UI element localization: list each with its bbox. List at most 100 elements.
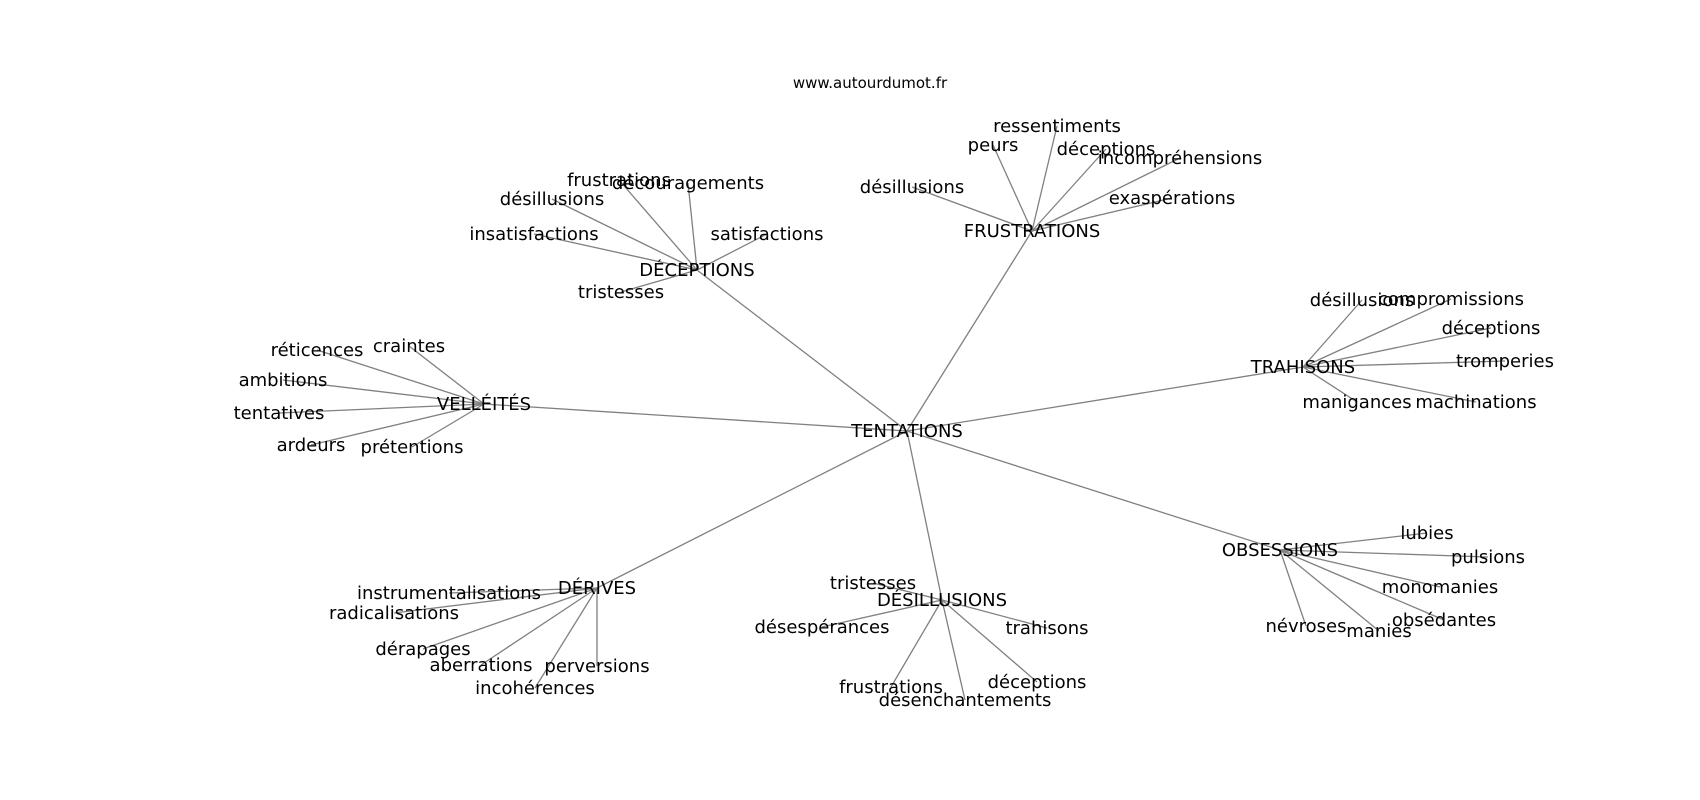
node-leaf-frustrations-0[interactable]: ressentiments [993,116,1121,137]
edge-obsessions-5 [1279,549,1380,632]
edge-obsessions-1 [1279,549,1489,558]
edge-obsessions-4 [1279,549,1307,627]
node-leaf-derives-1[interactable]: radicalisations [329,603,459,624]
edge-derives-1 [393,587,598,614]
edge-derives-2 [422,587,598,650]
edge-deceptions-2 [551,198,698,271]
edge-frustrations-5 [1031,197,1173,232]
edge-center-derives [596,430,908,589]
edge-frustrations-0 [1031,125,1058,232]
node-hub-trahisons[interactable]: TRAHISONS [1250,357,1355,378]
node-leaf-frustrations-2[interactable]: déceptions [1057,139,1156,160]
edge-derives-5 [534,587,598,689]
edge-desillusions-3 [890,599,943,688]
node-leaf-velleites-1[interactable]: craintes [373,336,445,357]
edge-derives-0 [448,587,598,594]
node-leaf-obsessions-4[interactable]: névroses [1266,616,1347,637]
node-leaf-deceptions-0[interactable]: frustrations [567,170,671,191]
edge-trahisons-2 [1302,327,1492,368]
edge-deceptions-5 [620,269,698,293]
edge-desillusions-4 [941,599,1038,683]
node-leaf-trahisons-2[interactable]: déceptions [1442,318,1541,339]
edge-velleites-5 [411,403,485,448]
node-leaf-trahisons-3[interactable]: tromperies [1456,351,1554,372]
edge-velleites-4 [310,403,485,446]
edge-derives-3 [480,587,598,666]
edge-center-obsessions [906,430,1281,551]
node-leaf-trahisons-4[interactable]: manigances [1302,392,1411,413]
node-hub-derives[interactable]: DÉRIVES [558,577,636,599]
edge-frustrations-2 [1031,148,1107,232]
edge-velleites-3 [278,403,485,414]
node-leaf-desillusions-3[interactable]: frustrations [839,677,943,698]
edge-desillusions-2 [941,599,1048,629]
edge-center-desillusions [906,430,943,601]
edge-velleites-1 [408,345,485,405]
node-leaf-frustrations-1[interactable]: peurs [968,135,1019,156]
node-hub-velleites[interactable]: VELLÉITÉS [437,393,531,415]
edge-trahisons-5 [1302,366,1477,403]
node-leaf-obsessions-0[interactable]: lubies [1400,523,1453,544]
site-url: www.autourdumot.fr [793,74,948,92]
edge-desillusions-0 [872,582,943,601]
node-leaf-obsessions-5[interactable]: manies [1346,621,1411,642]
node-leaf-deceptions-2[interactable]: désillusions [500,189,604,210]
node-leaf-velleites-2[interactable]: ambitions [239,370,328,391]
node-hub-obsessions[interactable]: OBSESSIONS [1222,540,1338,561]
graph-edges [278,125,1506,701]
edge-frustrations-4 [911,186,1033,232]
node-leaf-obsessions-3[interactable]: obsédantes [1392,610,1496,631]
node-leaf-velleites-3[interactable]: tentatives [234,403,325,424]
node-leaf-derives-0[interactable]: instrumentalisations [357,583,541,604]
node-leaf-deceptions-5[interactable]: tristesses [578,282,664,303]
graph-labels: www.autourdumot.fr TENTATIONS DÉCEPTIONS… [234,74,1554,711]
edge-desillusions-1 [821,599,943,628]
node-leaf-trahisons-1[interactable]: compromissions [1378,289,1524,310]
edge-trahisons-0 [1302,299,1363,368]
edge-trahisons-3 [1302,360,1506,368]
node-center-tentations[interactable]: TENTATIONS [850,421,963,442]
node-leaf-velleites-0[interactable]: réticences [271,340,364,361]
edge-deceptions-4 [696,233,768,271]
node-leaf-frustrations-5[interactable]: exaspérations [1109,188,1236,209]
edge-velleites-0 [316,349,485,405]
node-leaf-derives-3[interactable]: aberrations [430,655,533,676]
node-leaf-desillusions-5[interactable]: désenchantements [879,690,1052,711]
edge-obsessions-3 [1279,549,1445,621]
edge-deceptions-1 [687,182,698,271]
edge-obsessions-2 [1279,549,1441,588]
edge-center-trahisons [906,366,1304,432]
edge-trahisons-1 [1302,298,1452,368]
node-leaf-velleites-5[interactable]: prétentions [361,437,464,458]
node-leaf-deceptions-1[interactable]: découragements [612,173,764,194]
node-leaf-desillusions-2[interactable]: trahisons [1005,618,1088,639]
node-leaf-derives-5[interactable]: incohérences [475,678,595,699]
edge-velleites-2 [282,379,485,405]
node-leaf-velleites-4[interactable]: ardeurs [277,435,346,456]
node-leaf-derives-4[interactable]: perversions [544,656,649,677]
edge-deceptions-0 [618,179,698,271]
edge-frustrations-3 [1031,157,1181,232]
node-hub-desillusions[interactable]: DÉSILLUSIONS [877,589,1007,611]
node-leaf-deceptions-3[interactable]: insatisfactions [469,224,598,245]
node-leaf-trahisons-5[interactable]: machinations [1415,392,1536,413]
node-leaf-desillusions-0[interactable]: tristesses [830,573,916,594]
node-leaf-frustrations-3[interactable]: incompréhensions [1098,148,1262,169]
node-leaf-obsessions-1[interactable]: pulsions [1451,547,1525,568]
edge-center-deceptions [696,269,908,432]
edge-center-velleites [483,403,908,432]
node-leaf-desillusions-4[interactable]: déceptions [988,672,1087,693]
node-leaf-derives-2[interactable]: dérapages [375,639,470,660]
edge-trahisons-4 [1302,366,1358,403]
edge-obsessions-0 [1279,532,1428,551]
edge-center-frustrations [906,230,1033,432]
edge-desillusions-5 [941,599,966,701]
node-leaf-trahisons-0[interactable]: désillusions [1310,290,1414,311]
node-hub-frustrations[interactable]: FRUSTRATIONS [964,221,1101,242]
node-hub-deceptions[interactable]: DÉCEPTIONS [639,259,754,281]
node-leaf-desillusions-1[interactable]: désespérances [754,617,889,638]
node-leaf-deceptions-4[interactable]: satisfactions [711,224,824,245]
node-leaf-obsessions-2[interactable]: monomanies [1382,577,1498,598]
node-leaf-frustrations-4[interactable]: désillusions [860,177,964,198]
